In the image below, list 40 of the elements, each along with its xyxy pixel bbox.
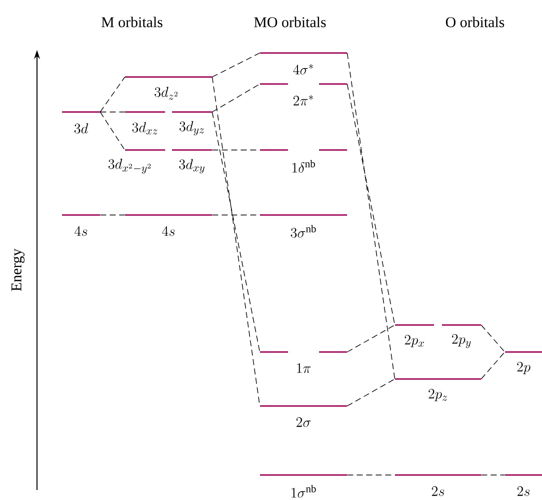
energy-level: $3d_{xy}$ <box>172 149 212 174</box>
column-heading: O orbitals <box>446 16 504 28</box>
column-heading: M orbitals <box>102 16 162 28</box>
energy-level: $2p$ <box>505 351 542 374</box>
energy-level: $4s$ <box>62 214 100 236</box>
energy-level: $1\pi$ <box>259 351 348 373</box>
energy-level: $3d_{yz}$ <box>172 111 212 136</box>
energy-level: $3d$ <box>62 111 100 134</box>
energy-level: $3d_{z^2}$ <box>125 76 212 100</box>
energy-level: $2\sigma$ <box>260 405 347 427</box>
connector-line <box>346 84 396 326</box>
connector-line <box>480 474 506 476</box>
energy-level: $4s$ <box>125 214 212 236</box>
energy-level: $2\pi^*$ <box>259 83 348 106</box>
energy-level: $4\sigma^*$ <box>260 52 347 74</box>
energy-level: $3d_{x^2-y^2}$ <box>108 149 165 174</box>
energy-level: $1\sigma^{\mathrm{nb}}$ <box>260 474 347 498</box>
energy-level: $2s$ <box>505 474 542 496</box>
energy-level: $2p_x$ <box>395 324 434 348</box>
connector-line <box>346 474 396 476</box>
connector-line <box>100 76 126 112</box>
energy-level: $2s$ <box>395 474 481 496</box>
energy-level: $3d_{xz}$ <box>125 111 165 134</box>
connector-line <box>346 324 396 352</box>
connector-line <box>480 324 506 352</box>
column-heading: MO orbitals <box>254 16 326 28</box>
energy-level: $1\delta^{\mathrm{nb}}$ <box>259 149 348 173</box>
connector-line <box>212 214 260 216</box>
connector-line <box>100 112 126 150</box>
energy-level: $2p_y$ <box>442 324 481 348</box>
connector-line <box>212 52 260 78</box>
energy-level: $2p_z$ <box>395 378 481 402</box>
connector-line <box>346 52 396 380</box>
connector-line <box>212 112 260 352</box>
energy-level: $3\sigma^{\mathrm{nb}}$ <box>260 214 347 238</box>
connector-line <box>100 214 126 216</box>
connector-line <box>212 84 260 112</box>
axis-label: Energy <box>12 248 24 291</box>
connector-line <box>480 352 506 380</box>
connector-line <box>346 378 396 406</box>
